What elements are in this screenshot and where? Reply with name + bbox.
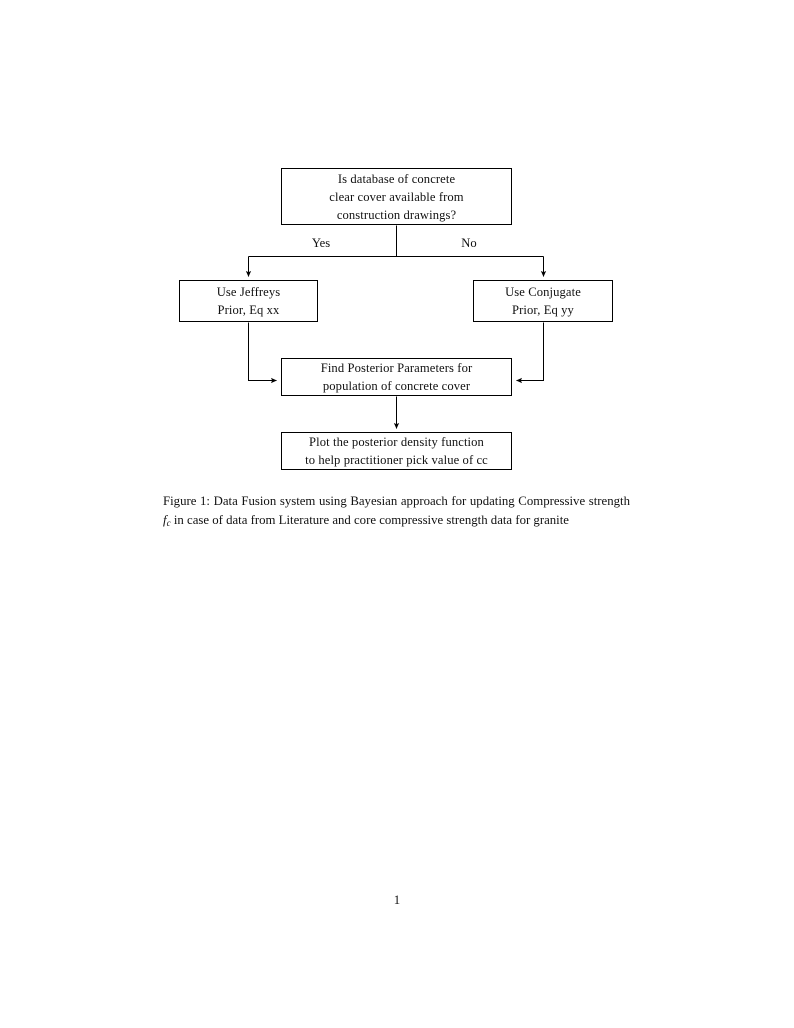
flowchart-node-question: Is database of concrete clear cover avai… xyxy=(281,168,512,225)
figure-caption: Figure 1: Data Fusion system using Bayes… xyxy=(163,492,630,533)
flowchart-node-jeffreys-prior: Use Jeffreys Prior, Eq xx xyxy=(179,280,318,322)
branch-label-no: No xyxy=(461,236,477,250)
caption-variable-base: f xyxy=(163,513,167,528)
caption-variable-subscript: c xyxy=(166,518,171,529)
caption-text-after-variable: in case of data from Literature and core… xyxy=(170,513,569,528)
caption-math-variable: fc xyxy=(163,513,171,529)
node-posterior-line-2: population of concrete cover xyxy=(322,379,471,393)
node-conjugate-line-2: Prior, Eq yy xyxy=(512,303,574,317)
flowchart-node-plot-posterior-density: Plot the posterior density function to h… xyxy=(281,432,512,470)
flowchart-node-find-posterior-parameters: Find Posterior Parameters for population… xyxy=(281,358,512,396)
node-plot-line-2: to help practitioner pick value of cc xyxy=(305,453,488,467)
node-question-line-3: construction drawings? xyxy=(336,207,457,222)
caption-label: Figure 1: xyxy=(163,494,210,508)
node-jeffreys-line-2: Prior, Eq xx xyxy=(217,303,280,317)
flowchart-node-conjugate-prior: Use Conjugate Prior, Eq yy xyxy=(473,280,613,322)
node-posterior-line-1: Find Posterior Parameters for xyxy=(320,361,473,375)
branch-label-yes: Yes xyxy=(311,236,331,250)
flowchart-connectors xyxy=(245,225,547,429)
node-jeffreys-line-1: Use Jeffreys xyxy=(216,285,281,299)
page-number: 1 xyxy=(393,893,401,907)
node-conjugate-line-1: Use Conjugate xyxy=(505,285,581,299)
node-question-line-2: clear cover available from xyxy=(329,189,464,204)
node-question-line-1: Is database of concrete xyxy=(337,171,456,186)
figure-flowchart: Is database of concrete clear cover avai… xyxy=(0,0,794,490)
node-plot-line-1: Plot the posterior density function xyxy=(309,435,484,449)
caption-text-before-variable: Data Fusion system using Bayesian approa… xyxy=(209,494,630,508)
